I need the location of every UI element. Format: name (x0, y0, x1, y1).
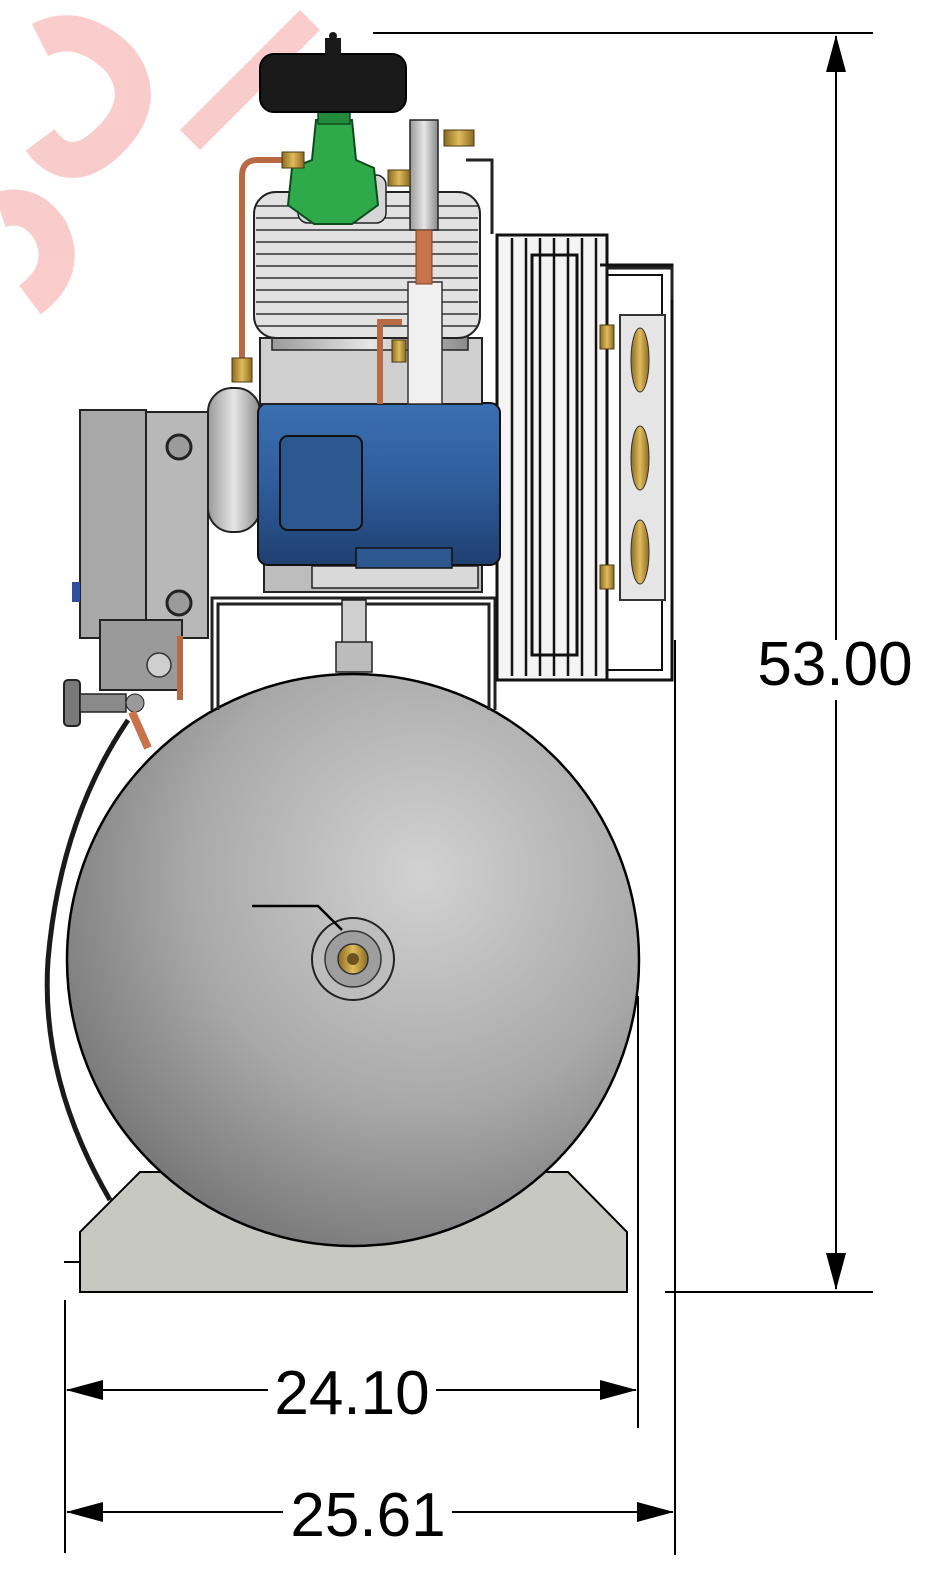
filter-cap-knob (325, 38, 341, 56)
brass-fittings (231, 129, 615, 590)
motor-end-bell (207, 387, 261, 533)
overall-width-dimension (66, 640, 676, 1555)
control-box (72, 409, 209, 639)
height-dimension-label: 53.00 (757, 630, 912, 699)
copper-lines (177, 157, 402, 700)
copper-riser (415, 229, 433, 285)
hose (44, 718, 131, 1202)
tank-check-valve-pipe (128, 710, 152, 750)
sight-tube (407, 281, 443, 405)
motor-base-block (355, 547, 453, 569)
filter-cap-tip (329, 32, 337, 40)
aftercooler (619, 314, 666, 601)
unloader-tower (409, 119, 439, 231)
pressure-gauge (63, 679, 145, 727)
pressure-switch (99, 619, 183, 691)
discharge-tube (466, 158, 674, 300)
belt-guard (495, 233, 674, 682)
tank-width-dimension-label: 24.10 (274, 1359, 429, 1428)
tank-inlet-fitting (335, 599, 373, 673)
watermark (0, 10, 320, 315)
filter-cap (259, 53, 407, 113)
tank-drain-line (252, 904, 343, 931)
overall-width-dimension-label: 25.61 (290, 1481, 445, 1550)
tank-width-dimension (64, 996, 639, 1553)
motor-terminal-box (279, 435, 363, 531)
valve-head (286, 119, 380, 225)
height-dimension (373, 32, 873, 1293)
tank-port-fitting-center (347, 953, 359, 965)
motor-foot (311, 565, 479, 589)
